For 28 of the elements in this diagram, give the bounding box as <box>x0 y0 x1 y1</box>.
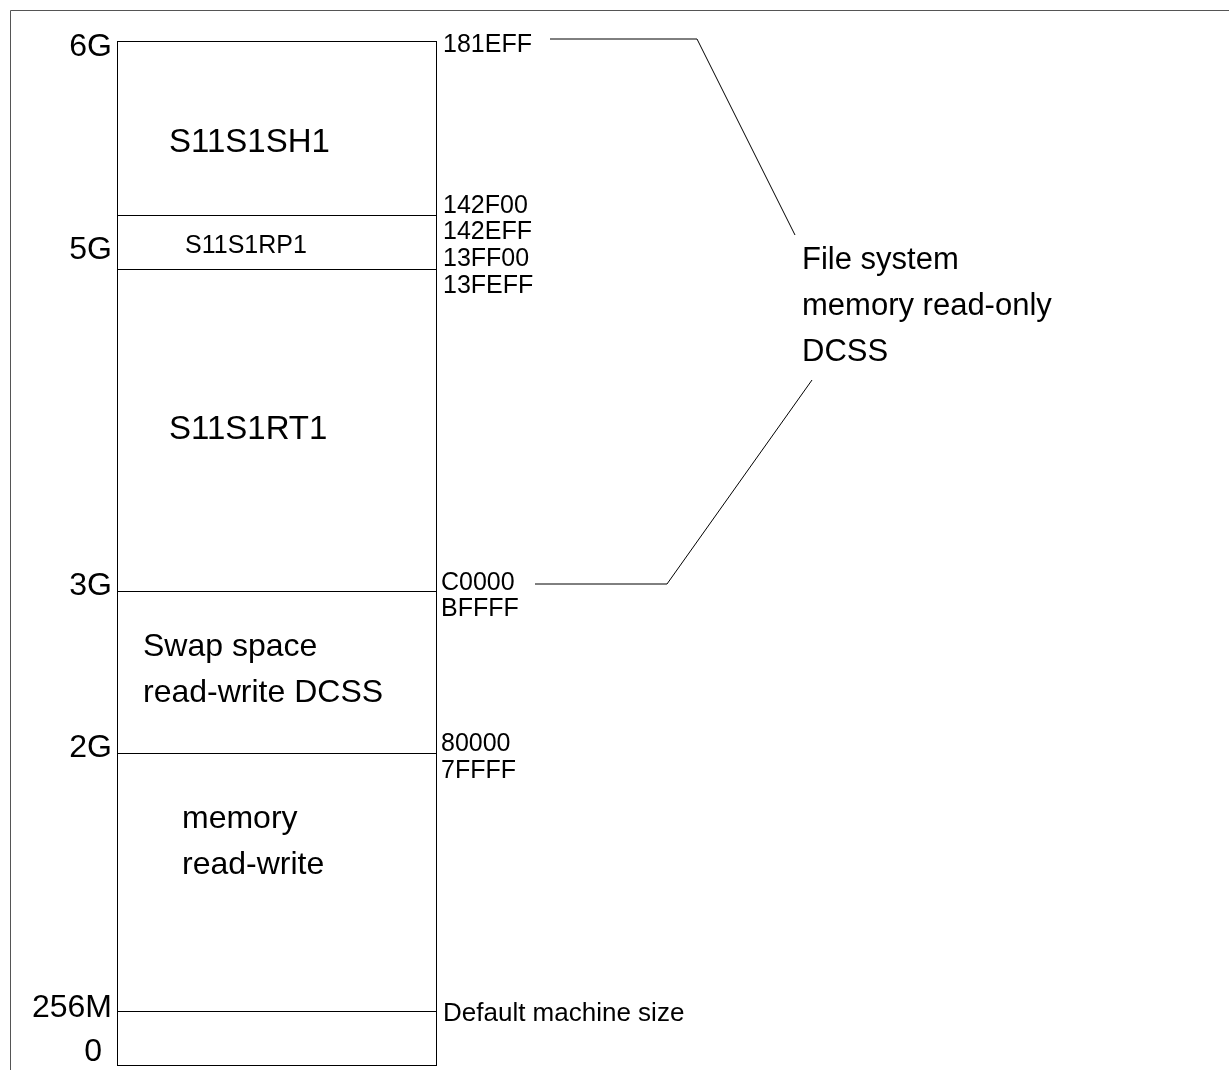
address-label: 142EFF <box>443 218 532 244</box>
address-label: 80000 <box>441 730 511 756</box>
segment-label: S11S1SH1 <box>169 124 330 157</box>
memory-segment-box <box>117 41 437 216</box>
address-label: BFFFF <box>441 595 519 621</box>
memory-segment-box <box>117 1011 437 1066</box>
size-label: 2G <box>69 730 112 763</box>
note-text: Default machine size <box>443 998 685 1025</box>
memory-segment-box <box>117 269 437 592</box>
address-label: 7FFFF <box>441 757 516 783</box>
segment-label: Swap space read-write DCSS <box>143 626 385 712</box>
memory-segment-box <box>117 215 437 270</box>
size-label: 3G <box>69 568 112 601</box>
address-label: 13FEFF <box>443 272 534 298</box>
address-label: 181EFF <box>443 31 532 57</box>
segment-label: S11S1RT1 <box>169 411 328 444</box>
memory-segment-box <box>117 591 437 754</box>
address-label: C0000 <box>441 569 515 595</box>
address-label: 13FF00 <box>443 245 530 271</box>
size-label: 6G <box>69 29 112 62</box>
address-label: 142F00 <box>443 192 528 218</box>
size-label: 5G <box>69 232 112 265</box>
size-label: 256M <box>31 990 112 1023</box>
size-label: 0 <box>84 1034 102 1067</box>
annotation-label: File system memory read-only DCSS <box>802 240 1053 370</box>
segment-label: S11S1RP1 <box>185 232 307 257</box>
memory-segment-box <box>117 753 437 1012</box>
segment-label: memory read-write <box>182 798 326 884</box>
